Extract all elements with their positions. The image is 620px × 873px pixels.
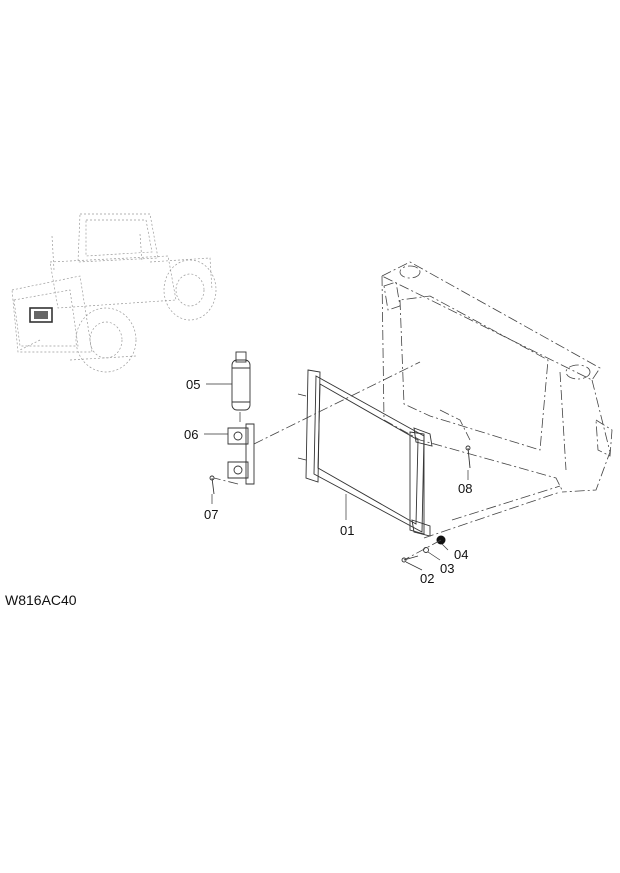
condenser: [297, 369, 433, 537]
hardware: [209, 445, 471, 563]
callout-04: 04: [454, 547, 469, 562]
callout-08: 08: [458, 481, 473, 496]
callout-07: 07: [204, 507, 219, 522]
callout-03: 03: [440, 561, 455, 576]
callout-01: 01: [340, 523, 355, 538]
radiator-frame: [381, 261, 613, 493]
drawing-code: W816AC40: [5, 592, 77, 608]
callout-06: 06: [184, 427, 199, 442]
receiver-drier: [231, 351, 251, 411]
callout-02: 02: [420, 571, 435, 586]
assembly-lines: [213, 361, 561, 561]
leader-lines: [204, 383, 469, 571]
drier-bracket: [227, 423, 255, 485]
machine-locator-view: [11, 213, 217, 373]
callout-05: 05: [186, 377, 201, 392]
